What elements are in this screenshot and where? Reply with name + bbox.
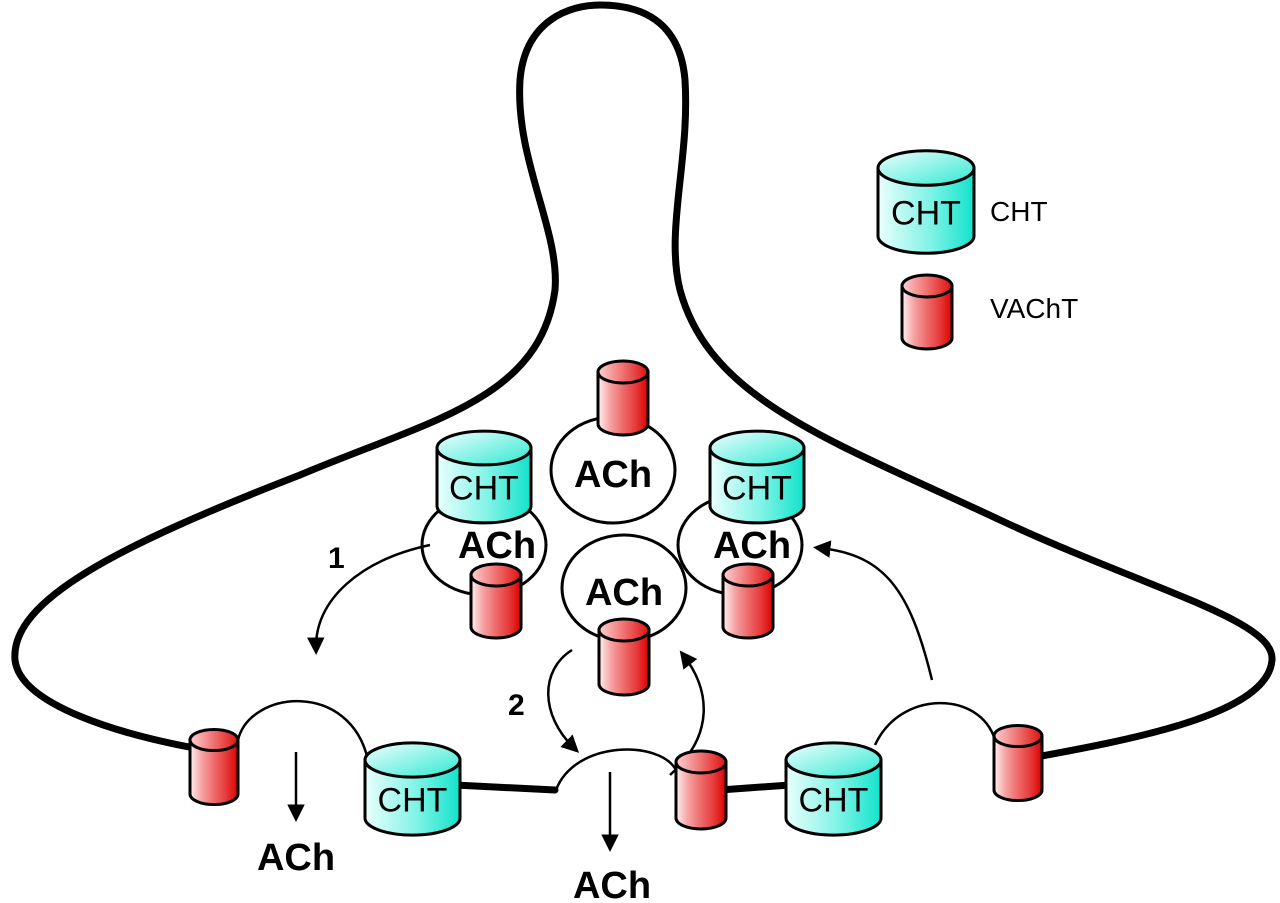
vesicle-bottom-center-label: ACh [585,572,663,614]
vesicle-bottom-vacht [597,617,651,697]
vacht-cylinder-body [992,734,1044,803]
vesicle-top-center-label: ACh [574,454,652,496]
recycling-arrow [813,540,934,681]
cht-cylinder-top [363,741,462,779]
vacht-cylinder-top [597,617,651,643]
vacht-cylinder-top [674,749,728,775]
cht-cylinder-body [363,758,462,837]
cht-cylinder-top [784,741,883,779]
legend-cht-label: CHT [990,196,1048,227]
membrane-vacht-1 [188,727,240,807]
membrane-cht-1: CHT [363,741,462,837]
cht-label: CHT [891,195,961,233]
legend-cht-icon: CHT [876,149,976,255]
cht-cylinder-body [876,166,976,255]
vesicle-left-vacht [469,562,523,640]
pathway-1-number: 1 [328,542,345,575]
vacht-cylinder-top [188,727,240,753]
released-ach-center: ACh [573,865,651,903]
vesicle-right-label: ACh [713,525,791,567]
cht-label: CHT [799,782,869,820]
vesicle-right-cht: CHT [708,429,806,525]
vesicle-left-cht: CHT [435,429,533,525]
pathway-2-number: 2 [508,689,525,722]
vacht-cylinder-top [596,359,650,385]
nerve-terminal-membrane [11,1,1276,764]
legend-vacht-label: VAChT [990,293,1078,324]
cht-cylinder-body [708,446,806,525]
pathway-1-arrow [307,543,431,655]
cht-cylinder-top [435,429,533,467]
vacht-cylinder-top [992,723,1044,749]
fused-vesicle-arc-right [873,701,997,746]
membrane-vacht-3 [992,723,1044,803]
membrane-cht-2: CHT [784,741,883,837]
vesicle-right-vacht [721,562,775,640]
pathway-2-arrow-down [547,648,580,753]
cht-cylinder-body [784,758,883,837]
cht-label: CHT [449,469,519,507]
cht-label: CHT [722,469,792,507]
released-ach-left: ACh [257,837,335,879]
vacht-cylinder-body [469,573,523,640]
vesicle-top-vacht [596,359,650,437]
cht-cylinder-top [876,149,976,187]
legend-vacht-icon [900,273,954,351]
vacht-cylinder-top [469,562,523,588]
vacht-cylinder-body [721,573,775,640]
cht-label: CHT [378,782,448,820]
vacht-cylinder-body [674,760,728,831]
cht-cylinder-top [708,429,806,467]
membrane-segment [451,781,559,794]
vesicle-left-label: ACh [458,525,536,567]
vacht-cylinder-top [900,273,954,299]
fused-vesicle-arc-left [236,700,370,761]
cht-cylinder-body [435,446,533,525]
vacht-cylinder-top [721,562,775,588]
vacht-cylinder-body [188,738,240,807]
vacht-cylinder-body [597,628,651,697]
vacht-cylinder-body [596,370,650,437]
membrane-vacht-2 [674,749,728,831]
vacht-cylinder-body [900,284,954,351]
fused-vesicle-arc-center [554,748,678,791]
membrane-segment [716,781,794,794]
